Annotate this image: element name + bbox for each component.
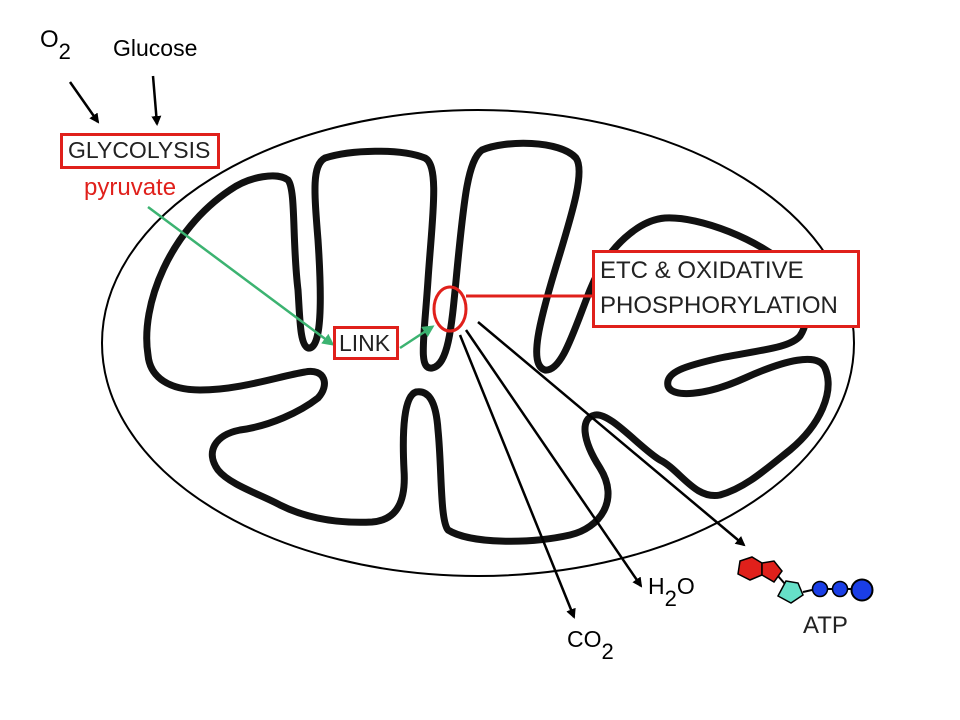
glucose-arrow	[151, 75, 162, 126]
glucose-label: Glucose	[113, 35, 198, 61]
oxygen-symbol: O	[40, 26, 59, 53]
etc-label-line1: ETC & OXIDATIVE	[600, 257, 804, 284]
glycolysis-label: GLYCOLYSIS	[68, 137, 211, 163]
oxygen-arrow	[68, 81, 100, 124]
pyruvate-label: pyruvate	[84, 174, 177, 201]
glycolysis-box	[60, 133, 220, 169]
water-subscript: 2	[664, 586, 677, 611]
oxygen-subscript: 2	[58, 39, 71, 64]
water-o: O	[676, 573, 695, 599]
outer-membrane	[101, 109, 855, 577]
adenine-pentagon-icon	[761, 560, 783, 583]
link-box	[333, 326, 399, 360]
etc-box	[592, 250, 860, 328]
co2-symbol: CO	[567, 626, 602, 652]
oxygen-label: O2	[40, 26, 71, 63]
atp-molecule-icon	[737, 556, 874, 604]
atp-label: ATP	[803, 612, 848, 639]
phosphate-1-icon	[811, 580, 829, 598]
link-to-etc-arrow	[399, 325, 435, 350]
atp-arrow	[477, 321, 746, 547]
ribose-pentagon-icon	[776, 580, 804, 604]
inner-membrane	[143, 139, 832, 545]
phosphate-3-icon	[850, 578, 874, 602]
link-label: LINK	[339, 330, 391, 356]
adenine-hexagon-icon	[737, 556, 763, 581]
water-h: H	[648, 573, 665, 599]
co2-subscript: 2	[601, 639, 614, 664]
etc-label-line2: PHOSPHORYLATION	[600, 292, 838, 319]
water-label: H2O	[648, 573, 695, 610]
phosphate-2-icon	[831, 580, 849, 598]
etc-site-ring	[432, 285, 468, 333]
pyruvate-to-link-arrow	[147, 205, 335, 346]
co2-arrow	[458, 334, 576, 619]
water-arrow	[464, 329, 643, 588]
co2-label: CO2	[567, 626, 614, 663]
